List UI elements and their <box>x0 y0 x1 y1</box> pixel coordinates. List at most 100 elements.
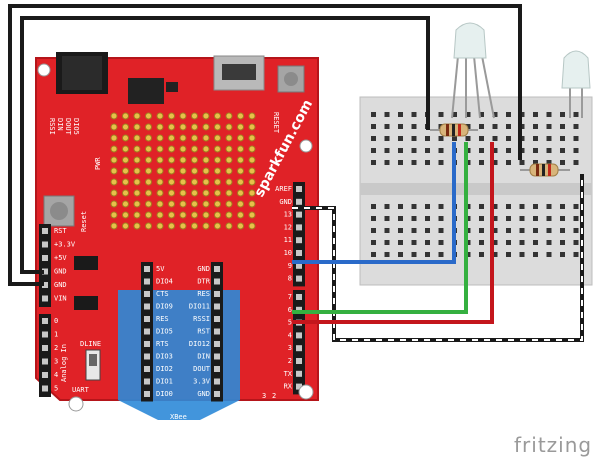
xbee-right-pin-label: RST <box>197 328 210 336</box>
header-pin[interactable] <box>144 303 150 310</box>
header-pin[interactable] <box>214 316 220 322</box>
header-pin[interactable] <box>144 266 150 272</box>
proto-hole <box>168 123 175 131</box>
header-pin[interactable] <box>144 328 150 335</box>
header-pin[interactable] <box>214 266 220 272</box>
header-pin[interactable] <box>296 250 302 256</box>
header-pin[interactable] <box>214 291 220 297</box>
bb-hole <box>519 240 525 245</box>
header-pin[interactable] <box>42 268 48 275</box>
header-pin[interactable] <box>296 306 302 313</box>
rgb-led-dome <box>453 22 487 59</box>
header-pin[interactable] <box>42 295 48 302</box>
header-pin[interactable] <box>144 391 150 397</box>
proto-hole <box>122 222 129 230</box>
proto-hole <box>191 156 198 164</box>
digital-pin-label: 11 <box>284 236 292 244</box>
header-pin[interactable] <box>296 294 302 300</box>
header-pin[interactable] <box>42 345 48 351</box>
bb-hole <box>438 160 444 165</box>
header-pin[interactable] <box>144 353 150 360</box>
bb-hole <box>411 204 417 209</box>
bb-hole <box>371 124 376 129</box>
header-pin[interactable] <box>144 316 150 322</box>
redboard <box>35 52 319 420</box>
bb-hole <box>506 148 511 153</box>
xbee-right-pin-label: DIN <box>197 353 210 361</box>
bb-hole <box>384 204 390 209</box>
header-pin[interactable] <box>144 341 150 347</box>
header-pin[interactable] <box>144 366 150 372</box>
header-pin[interactable] <box>296 186 302 192</box>
header-pin[interactable] <box>296 198 302 205</box>
proto-hole <box>110 156 118 164</box>
bb-hole <box>546 124 552 129</box>
header-pin[interactable] <box>42 228 48 234</box>
header-pin[interactable] <box>144 378 150 385</box>
wire-gnd-to-resistor <box>8 4 522 286</box>
proto-hole <box>133 123 141 131</box>
header-pin[interactable] <box>214 353 220 360</box>
bb-hole <box>519 216 525 221</box>
header-pin[interactable] <box>296 224 302 231</box>
header-pin[interactable] <box>42 358 48 365</box>
xbee-label: XBee <box>170 413 187 421</box>
bb-hole <box>425 252 430 257</box>
header-pin[interactable] <box>214 366 220 372</box>
header-pin[interactable] <box>42 255 48 261</box>
proto-hole <box>248 178 256 186</box>
proto-hole <box>145 167 152 175</box>
header-pin[interactable] <box>214 341 220 347</box>
header-pin[interactable] <box>42 372 48 378</box>
proto-hole <box>179 222 187 230</box>
header-pin[interactable] <box>296 211 302 218</box>
bb-hole <box>425 148 430 153</box>
header-pin[interactable] <box>214 278 220 285</box>
header-pin[interactable] <box>214 303 220 310</box>
header-pin[interactable] <box>296 275 302 282</box>
proto-hole <box>133 134 141 142</box>
reset-button-cap[interactable] <box>284 72 298 86</box>
bb-hole <box>371 148 376 153</box>
header-pin[interactable] <box>296 383 302 390</box>
bb-hole <box>411 160 417 165</box>
rgb-led-leg-4 <box>481 55 495 119</box>
reset-button-small-cap[interactable] <box>50 202 68 220</box>
fritzing-watermark: fritzing <box>514 433 592 457</box>
header-pin[interactable] <box>42 241 48 248</box>
proto-hole <box>225 200 233 208</box>
header-pin[interactable] <box>296 345 302 352</box>
proto-hole <box>110 167 118 175</box>
proto-hole <box>191 134 198 142</box>
header-pin[interactable] <box>144 278 150 285</box>
header-pin[interactable] <box>42 318 48 324</box>
proto-hole <box>191 145 198 153</box>
proto-hole <box>179 156 187 164</box>
mounting-hole-2 <box>298 384 314 400</box>
proto-hole <box>179 200 187 208</box>
bb-hole <box>573 148 579 153</box>
header-pin[interactable] <box>296 332 302 339</box>
power-pin-label: +3.3V <box>54 241 76 249</box>
white-led-dome <box>561 50 591 89</box>
header-pin[interactable] <box>42 331 48 338</box>
header-pin[interactable] <box>214 378 220 385</box>
header-pin[interactable] <box>42 282 48 288</box>
bb-hole <box>411 148 417 153</box>
header-pin[interactable] <box>296 262 302 269</box>
header-pin[interactable] <box>214 328 220 335</box>
header-pin[interactable] <box>214 391 220 397</box>
wire-green <box>292 142 468 314</box>
xbee-left-pin-label: RES <box>156 315 169 323</box>
header-pin[interactable] <box>144 291 150 297</box>
pin-labels: RST+3.3V+5VGNDGNDVIN012345AREFGND1312111… <box>54 185 293 400</box>
proto-hole <box>110 134 118 142</box>
proto-hole <box>237 123 244 131</box>
proto-hole <box>248 156 256 164</box>
header-pin[interactable] <box>296 358 302 364</box>
header-pin[interactable] <box>296 370 302 377</box>
proto-hole <box>156 134 164 142</box>
proto-hole <box>202 112 210 120</box>
header-pin[interactable] <box>42 385 48 392</box>
header-pin[interactable] <box>296 237 302 244</box>
